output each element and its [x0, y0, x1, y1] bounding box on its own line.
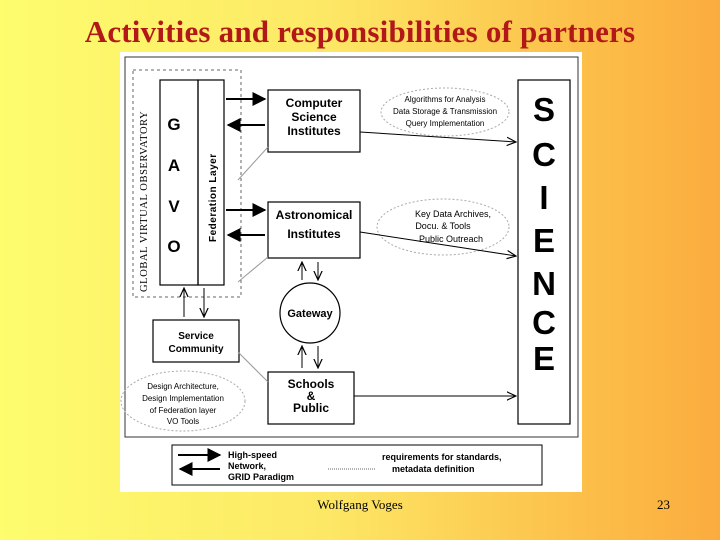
science-letter-2: C: [532, 136, 556, 173]
schools-label-3: Public: [293, 401, 329, 415]
legend-right-1: requirements for standards,: [382, 452, 502, 462]
gavo-letter-a: A: [168, 156, 180, 175]
federation-layer-label: Federation Layer: [208, 153, 219, 242]
footer-author: Wolfgang Voges: [317, 497, 403, 512]
science-letter-6: C: [532, 304, 556, 341]
design-note-4: VO Tools: [167, 417, 199, 426]
schools-public-box: [267, 371, 355, 425]
science-letter-4: E: [533, 222, 555, 259]
science-letter-1: S: [533, 91, 555, 128]
gavo-letter-o: O: [167, 237, 180, 256]
science-letter-7: E: [533, 340, 555, 377]
partners-diagram: GLOBAL VIRTUAL OBSERVATORY G A V O Feder…: [120, 56, 579, 486]
schools-label-2: &: [307, 389, 316, 403]
diagram-frame: [124, 56, 579, 438]
design-note-1: Design Architecture,: [147, 382, 219, 391]
gvo-dashed-region: [132, 69, 242, 298]
footer-page-number: 23: [657, 497, 670, 512]
gateway-label: Gateway: [287, 308, 333, 320]
computer-label-3: Institutes: [287, 124, 341, 138]
science-letter-5: N: [532, 265, 556, 302]
astro-note-ellipse: [376, 198, 510, 256]
science-box: [517, 79, 571, 425]
connector-gvo-astro: [237, 256, 269, 283]
legend-box: [171, 444, 543, 486]
computer-note-2: Data Storage & Transmission: [393, 107, 497, 116]
diagram-panel: GLOBAL VIRTUAL OBSERVATORY G A V O Feder…: [120, 52, 582, 492]
service-community-box: [152, 319, 240, 363]
design-note-ellipse: [120, 370, 246, 432]
astro-note-3: Public Outreach: [419, 234, 483, 244]
connector-gvo-computer: [237, 146, 269, 181]
gvo-label: GLOBAL VIRTUAL OBSERVATORY: [139, 111, 150, 292]
slide-title: Activities and responsibilities of partn…: [84, 14, 636, 49]
computer-note-1: Algorithms for Analysis: [405, 95, 486, 104]
legend-left-1: High-speed: [228, 450, 277, 460]
legend-left-2: Network,: [228, 461, 266, 471]
computer-note-ellipse: [380, 87, 510, 137]
astro-note-2: Docu. & Tools: [415, 221, 471, 231]
computer-science-box: [267, 89, 361, 153]
computer-label-1: Computer: [286, 96, 343, 110]
connector-service-schools: [237, 351, 269, 383]
service-label-2: Community: [169, 344, 224, 355]
gavo-letter-g: G: [167, 115, 180, 134]
schools-label-1: Schools: [288, 377, 335, 391]
astro-label-2: Institutes: [287, 227, 341, 241]
astro-label-1: Astronomical: [276, 208, 353, 222]
legend-left-3: GRID Paradigm: [228, 472, 294, 482]
design-note-2: Design Implementation: [142, 394, 224, 403]
arrow-computer-science: [359, 131, 516, 142]
federation-layer-box: [197, 79, 225, 286]
arrow-astro-science: [359, 231, 516, 256]
computer-note-3: Query Implementation: [406, 119, 485, 128]
service-label-1: Service: [178, 331, 214, 342]
design-note-3: of Federation layer: [150, 406, 217, 415]
gateway-circle: [279, 282, 341, 344]
computer-label-2: Science: [291, 110, 337, 124]
astro-note-1: Key Data Archives,: [415, 209, 491, 219]
science-letter-3: I: [539, 179, 548, 216]
astronomical-box: [267, 201, 361, 259]
gavo-letter-v: V: [168, 197, 180, 216]
legend-right-2: metadata definition: [392, 464, 475, 474]
